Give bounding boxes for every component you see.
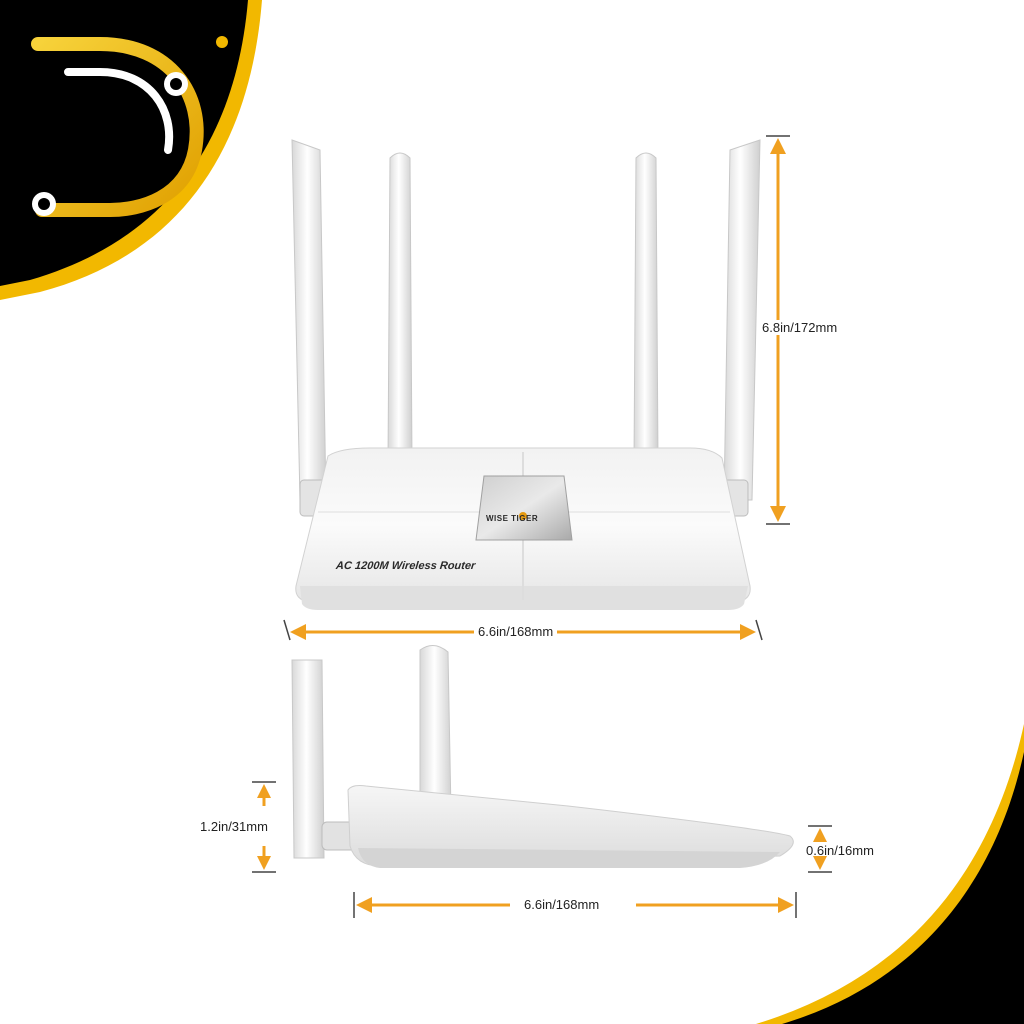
side-length-dimension: [353, 892, 797, 918]
antenna-inner-left: [387, 152, 413, 463]
router-model-label: AC 1200M Wireless Router: [335, 560, 476, 572]
antenna-outer-right: [717, 139, 761, 517]
front-height-label: 6.8in/172mm: [758, 320, 842, 335]
antenna-outer-left: [291, 139, 331, 517]
antenna-inner-right: [633, 152, 659, 463]
side-antenna-vertical: [291, 659, 325, 859]
router-front-view: [291, 139, 761, 610]
side-length-label: 6.6in/168mm: [524, 897, 600, 912]
router-brand-panel: [475, 475, 573, 541]
router-brand-label: WISE TIGER: [486, 514, 539, 523]
front-width-label: 6.6in/168mm: [474, 624, 558, 639]
tiger-head-icon: [519, 512, 527, 520]
letter-d-circuit-logo-icon: [31, 36, 228, 217]
side-rear-height-label: 1.2in/31mm: [200, 819, 268, 834]
side-front-height-label: 0.6in/16mm: [806, 843, 874, 858]
router-side-view: [291, 645, 794, 868]
corner-decoration-bottom-right: [756, 724, 1024, 1024]
side-rear-height-dimension: [252, 781, 276, 873]
side-front-height-dimension: [808, 825, 832, 873]
